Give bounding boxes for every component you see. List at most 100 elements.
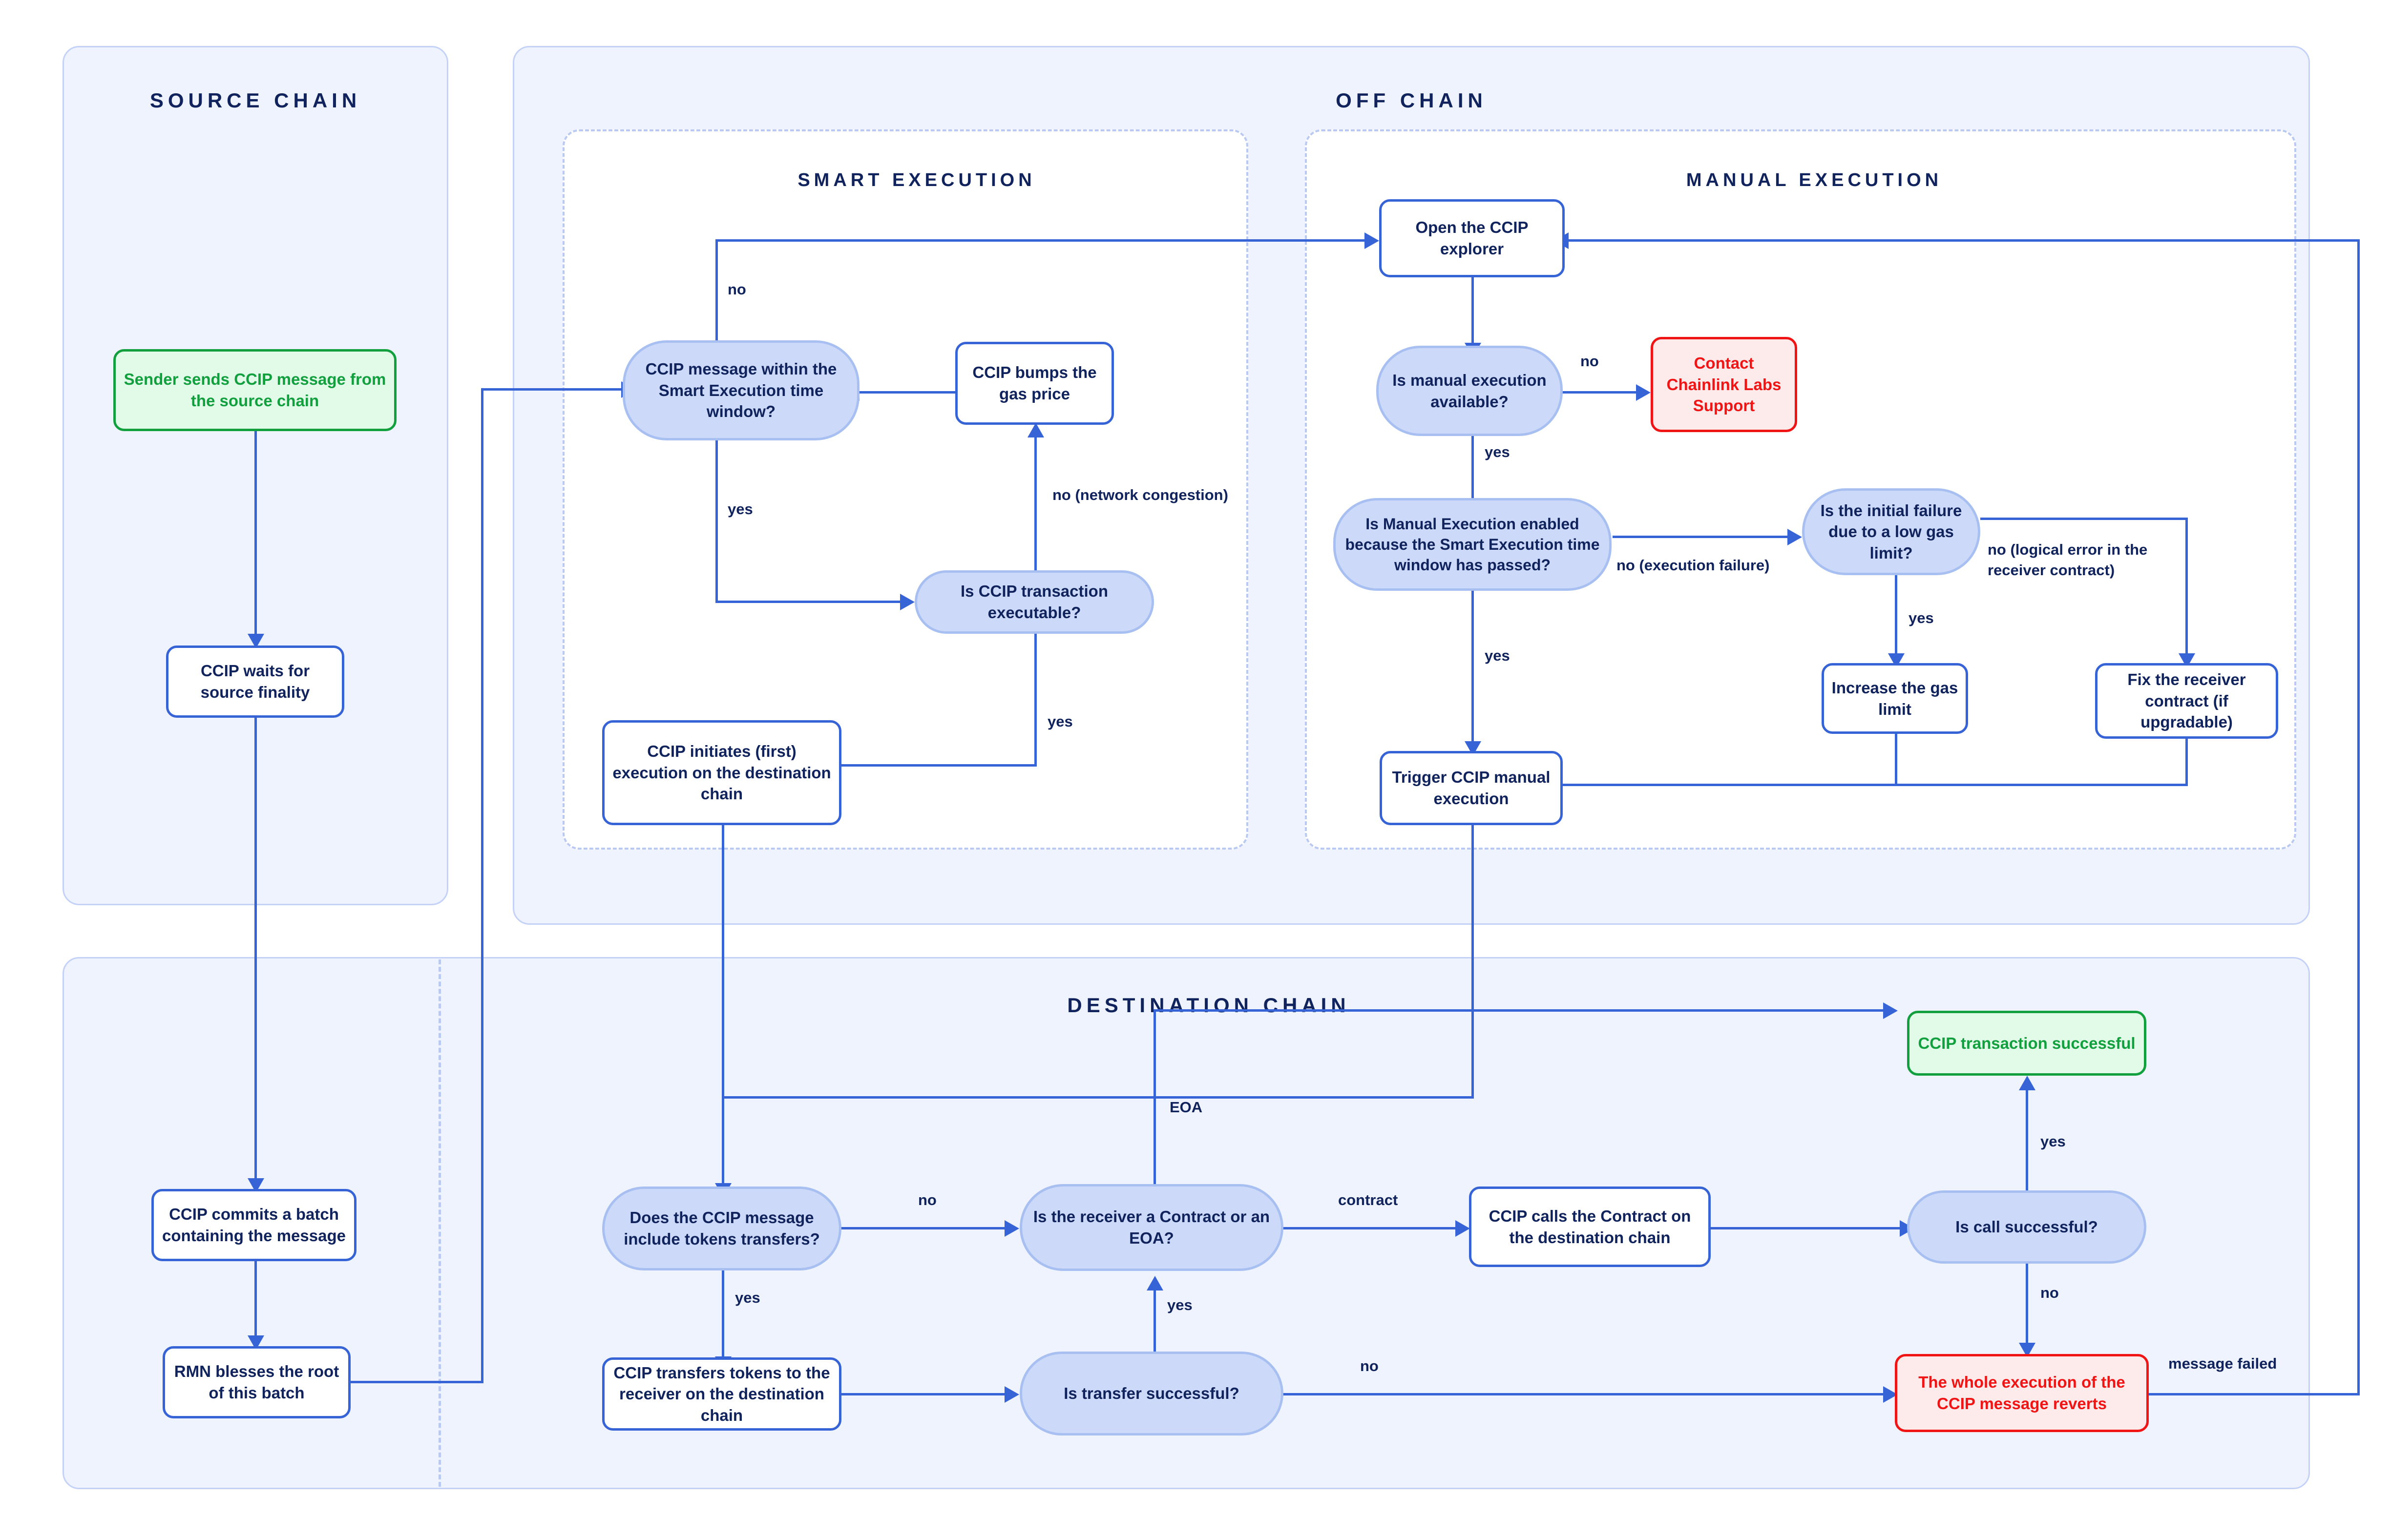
node-whole-reverts[interactable]: The whole execution of the CCIP message … xyxy=(1895,1354,2149,1432)
edge-rmn-up xyxy=(481,388,483,1383)
edge-commits-to-rmn xyxy=(254,1261,257,1339)
node-call-successful[interactable]: Is call successful? xyxy=(1907,1190,2146,1264)
edge-window-yes-right xyxy=(715,601,908,603)
edge-failed-right xyxy=(2149,1393,2360,1395)
edge-enabled-no-right xyxy=(1613,536,1793,538)
edge-window-yes-down xyxy=(715,427,718,603)
label-available-no: no xyxy=(1580,353,1599,370)
edge-gas-yes-down xyxy=(1895,574,1897,657)
edge-finality-to-commits xyxy=(254,718,257,1182)
label-transfer-no: no xyxy=(1360,1357,1379,1374)
arrow-eoa-to-success xyxy=(1883,1002,1898,1019)
node-include-tokens[interactable]: Does the CCIP message include tokens tra… xyxy=(602,1186,841,1270)
node-manual-available[interactable]: Is manual execution available? xyxy=(1376,346,1563,436)
label-tokens-yes: yes xyxy=(735,1289,760,1306)
edge-into-trigger-horizontal xyxy=(1519,784,2188,786)
edge-window-no-up xyxy=(715,239,718,349)
edge-trigger-down xyxy=(1471,825,1474,1099)
lane-source-chain-title: SOURCE CHAIN xyxy=(149,89,361,112)
edge-increase-down xyxy=(1895,732,1897,786)
label-eoa: EOA xyxy=(1170,1099,1203,1116)
edge-calls-to-check xyxy=(1709,1227,1907,1229)
edge-transfer-no-right xyxy=(1282,1393,1890,1395)
label-available-yes: yes xyxy=(1485,443,1510,460)
node-fix-receiver-contract[interactable]: Fix the receiver contract (if upgradable… xyxy=(2095,663,2278,739)
edge-gas-no-down xyxy=(2185,518,2188,657)
arrow-executable-no-to-bumps xyxy=(1028,423,1044,437)
edge-gas-no-right xyxy=(1980,518,2188,520)
node-increase-gas-limit[interactable]: Increase the gas limit xyxy=(1822,663,1968,734)
edge-failed-up xyxy=(2357,239,2360,1395)
label-message-failed: message failed xyxy=(2168,1355,2277,1372)
edge-transfers-to-check xyxy=(841,1393,1012,1395)
edge-executable-yes-down xyxy=(1034,632,1037,767)
node-calls-contract[interactable]: CCIP calls the Contract on the destinati… xyxy=(1469,1186,1711,1267)
arrow-transfer-yes-to-receiver xyxy=(1147,1276,1163,1290)
arrow-window-no-to-explorer xyxy=(1364,232,1379,249)
edge-rmn-into-window xyxy=(481,388,623,391)
node-commits-batch[interactable]: CCIP commits a batch containing the mess… xyxy=(151,1189,357,1261)
node-initial-failure-gas[interactable]: Is the initial failure due to a low gas … xyxy=(1802,488,1980,575)
node-open-explorer[interactable]: Open the CCIP explorer xyxy=(1379,199,1565,277)
node-transfers-tokens[interactable]: CCIP transfers tokens to the receiver on… xyxy=(602,1357,841,1431)
label-executable-yes: yes xyxy=(1048,713,1073,730)
label-transfer-yes: yes xyxy=(1167,1296,1193,1313)
arrow-available-no-to-support xyxy=(1636,384,1651,401)
edge-available-no-right xyxy=(1559,391,1644,394)
arrow-enabled-no-to-gas xyxy=(1787,529,1802,545)
edge-transfer-yes-up xyxy=(1154,1289,1156,1353)
edge-tokens-yes-down xyxy=(722,1269,724,1360)
node-msg-within-window[interactable]: CCIP message within the Smart Execution … xyxy=(623,340,860,440)
label-gas-yes: yes xyxy=(1909,609,1934,626)
edge-tokens-no-right xyxy=(841,1227,1012,1229)
node-contact-support[interactable]: Contact Chainlink Labs Support xyxy=(1651,337,1797,432)
node-transaction-successful[interactable]: CCIP transaction successful xyxy=(1907,1011,2146,1076)
edge-fix-down xyxy=(2185,737,2188,786)
label-tokens-no: no xyxy=(918,1191,937,1208)
label-window-no: no xyxy=(728,281,746,298)
label-executable-no: no (network congestion) xyxy=(1052,486,1228,503)
node-waits-finality[interactable]: CCIP waits for source finality xyxy=(166,645,344,718)
edge-executable-no-up xyxy=(1034,436,1037,570)
subpanel-smart-execution-title: SMART EXECUTION xyxy=(797,170,1036,190)
edge-trigger-left xyxy=(722,1096,1474,1099)
destination-lane-divider xyxy=(439,959,441,1487)
label-call-yes: yes xyxy=(2040,1133,2066,1150)
edge-call-yes-up xyxy=(2026,1089,2028,1199)
edge-failed-left xyxy=(1569,239,2360,242)
edge-enabled-yes-down xyxy=(1471,591,1474,745)
label-contract: contract xyxy=(1338,1191,1398,1208)
edge-executable-yes-left xyxy=(772,764,1035,767)
edge-initiates-down xyxy=(722,825,724,1186)
label-enabled-yes: yes xyxy=(1485,647,1510,664)
node-rmn-blesses[interactable]: RMN blesses the root of this batch xyxy=(163,1346,351,1418)
node-manual-enabled[interactable]: Is Manual Execution enabled because the … xyxy=(1333,498,1612,591)
arrow-contract-to-calls xyxy=(1455,1220,1470,1237)
node-sender-sends[interactable]: Sender sends CCIP message from the sourc… xyxy=(113,349,397,431)
edge-eoa-right xyxy=(1154,1009,1891,1012)
arrow-call-yes-to-success xyxy=(2019,1076,2035,1090)
lane-off-chain-title: OFF CHAIN xyxy=(1336,89,1487,112)
node-initiates-execution[interactable]: CCIP initiates (first) execution on the … xyxy=(602,720,841,825)
node-bumps-gas[interactable]: CCIP bumps the gas price xyxy=(955,342,1114,425)
edge-bumps-to-window xyxy=(860,391,955,394)
arrow-transfers-to-check xyxy=(1005,1386,1019,1403)
label-enabled-no: no (execution failure) xyxy=(1616,557,1770,574)
arrow-tokens-no-to-receiver xyxy=(1005,1220,1019,1237)
label-window-yes: yes xyxy=(728,500,753,518)
label-gas-no-line1: no (logical error in the receiver contra… xyxy=(1988,541,2148,579)
subpanel-manual-execution-title: MANUAL EXECUTION xyxy=(1686,170,1943,190)
arrow-window-yes-to-executable xyxy=(900,594,915,610)
node-trigger-manual-execution[interactable]: Trigger CCIP manual execution xyxy=(1380,751,1563,825)
edge-eoa-up xyxy=(1154,1009,1156,1197)
edge-window-no-right xyxy=(715,239,1372,242)
node-tx-executable[interactable]: Is CCIP transaction executable? xyxy=(915,570,1154,634)
node-receiver-type[interactable]: Is the receiver a Contract or an EOA? xyxy=(1020,1184,1283,1271)
edge-rmn-right xyxy=(351,1381,483,1383)
edge-available-yes-down xyxy=(1471,436,1474,502)
edge-contract-right xyxy=(1282,1227,1463,1229)
node-transfer-successful[interactable]: Is transfer successful? xyxy=(1020,1352,1283,1436)
edge-explorer-to-available xyxy=(1471,277,1474,346)
edge-call-no-down xyxy=(2026,1256,2028,1346)
